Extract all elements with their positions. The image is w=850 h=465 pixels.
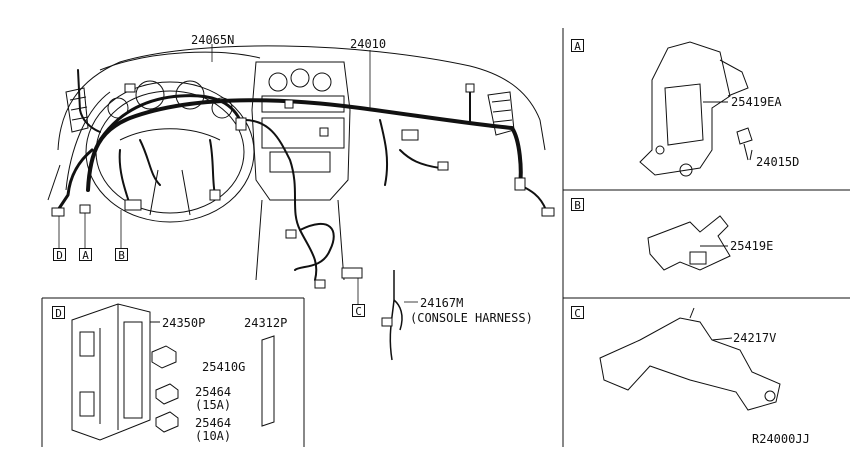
callout-b: B — [115, 248, 128, 262]
part-label-24312P: 24312P — [244, 316, 288, 330]
part-label-15a: (15A) — [195, 398, 232, 412]
panel-a-tag: A — [571, 39, 584, 53]
diagram-id: R24000JJ — [752, 432, 810, 446]
part-label-24015D: 24015D — [756, 155, 800, 169]
fuse-25410G — [151, 345, 177, 369]
fuse-25464-10A — [155, 411, 179, 433]
console-harness-24167M — [341, 267, 403, 361]
leader-lines — [58, 44, 418, 304]
bracket-25419E — [647, 215, 731, 271]
fuse-25464-15A — [155, 383, 179, 405]
part-label-25419EA: 25419EA — [731, 95, 782, 109]
part-label-24217V: 24217V — [733, 331, 777, 345]
insulator-24312P — [261, 335, 275, 427]
panel-b-tag: B — [571, 198, 584, 212]
callout-a: A — [79, 248, 92, 262]
part-label-25464-a: 25464 — [195, 385, 232, 399]
panel-borders — [41, 28, 850, 447]
wiring-harness — [56, 69, 547, 281]
part-label-console-harness: (CONSOLE HARNESS) — [410, 311, 533, 325]
part-label-24010: 24010 — [350, 37, 387, 51]
bracket-25419EA — [639, 41, 753, 177]
part-label-24350P: 24350P — [162, 316, 206, 330]
part-label-24167M: 24167M — [420, 296, 464, 310]
part-label-10a: (10A) — [195, 429, 232, 443]
part-label-25464-b: 25464 — [195, 416, 232, 430]
panel-c-tag: C — [571, 306, 584, 320]
part-label-24065N: 24065N — [191, 33, 235, 47]
callout-c: C — [352, 304, 365, 318]
part-label-25419E: 25419E — [730, 239, 774, 253]
bracket-24217V — [599, 307, 781, 411]
callout-d: D — [53, 248, 66, 262]
fuse-block-24350P — [71, 303, 160, 441]
part-label-25410G: 25410G — [202, 360, 246, 374]
panel-d-tag: D — [52, 306, 65, 320]
dashboard-outline — [47, 45, 546, 281]
harness-connectors — [51, 83, 555, 289]
